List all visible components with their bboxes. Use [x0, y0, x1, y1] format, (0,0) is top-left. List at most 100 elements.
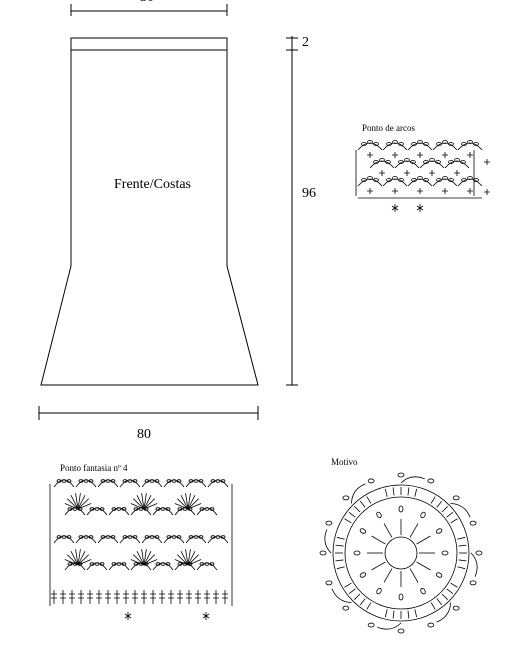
chain-stitch	[461, 178, 467, 182]
chain-stitch	[121, 507, 127, 511]
chain-stitch	[67, 562, 73, 566]
fan-stitch	[384, 609, 388, 618]
double-crochet-mark	[87, 590, 93, 604]
chain-stitch	[361, 178, 367, 182]
chain-stitch	[111, 507, 117, 511]
chain-stitch	[442, 140, 448, 144]
chain-stitch	[353, 550, 361, 556]
chain-arch	[444, 160, 470, 169]
outer-petal	[324, 529, 332, 554]
chain-arch	[457, 142, 483, 151]
outer-chain-stitch	[397, 472, 405, 478]
fan-stitch	[77, 493, 81, 510]
single-crochet-mark	[392, 188, 398, 194]
bottom-width-dimension	[38, 406, 259, 420]
outer-petal	[450, 503, 471, 518]
chain-stitch	[454, 158, 460, 162]
single-crochet-mark	[379, 170, 385, 176]
fan-stitch	[457, 536, 466, 540]
chain-stitch	[61, 535, 67, 539]
chain-stitch	[56, 535, 62, 539]
fan-stitch	[336, 536, 345, 540]
repeat-mark	[484, 189, 490, 195]
chain-arch	[357, 142, 383, 151]
middle-ring	[332, 484, 470, 622]
fan-stitch	[75, 493, 79, 510]
double-crochet-mark	[123, 590, 129, 604]
chain-stitch	[367, 140, 373, 144]
chain-stitch	[121, 562, 127, 566]
fan-stitch	[359, 500, 366, 508]
fan-stitch	[430, 602, 436, 610]
fan-stitch	[143, 554, 156, 566]
fan-stitch	[457, 566, 466, 570]
chain-stitch	[127, 535, 133, 539]
double-crochet-mark	[60, 590, 66, 604]
chain-stitch	[209, 507, 215, 511]
chain-stitch	[429, 158, 435, 162]
fan-stitch	[143, 549, 147, 566]
chain-stitch	[373, 142, 379, 146]
single-crochet-mark	[467, 152, 473, 158]
spoke-stitch	[383, 523, 393, 538]
chain-stitch	[215, 479, 221, 483]
chain-stitch	[56, 479, 62, 483]
chain-stitch	[417, 140, 423, 144]
chain-stitch	[177, 507, 183, 511]
fan-stitch	[336, 566, 345, 570]
chain-stitch	[122, 535, 128, 539]
chain-stitch	[72, 507, 78, 511]
spoke-stitch	[383, 568, 393, 583]
chain-stitch	[165, 562, 171, 566]
outer-chain-stitch	[469, 580, 477, 586]
chain-stitch	[67, 507, 73, 511]
fan-stitch	[414, 609, 418, 618]
chain-stitch	[66, 535, 72, 539]
fan-stitch	[174, 559, 189, 566]
chain-stitch	[379, 158, 385, 162]
chain-stitch	[99, 507, 105, 511]
chain-stitch	[100, 479, 106, 483]
outer-chain-stitch	[325, 520, 333, 526]
chain-stitch	[204, 507, 210, 511]
chain-stitch	[116, 507, 122, 511]
top-width-label: 30	[140, 0, 154, 6]
chain-stitch	[420, 511, 426, 519]
chain-stitch	[105, 479, 111, 483]
chain-stitch	[160, 562, 166, 566]
chain-stitch	[373, 160, 379, 164]
chain-stitch	[385, 160, 391, 164]
outer-chain-stitch	[475, 550, 483, 556]
chain-stitch	[359, 572, 367, 578]
spoke-stitch	[416, 561, 431, 571]
motif-chart	[319, 472, 483, 634]
chain-stitch	[398, 160, 404, 164]
outer-petal	[400, 476, 425, 484]
chain-stitch	[66, 479, 72, 483]
fan-stitch	[436, 598, 443, 606]
chain-stitch	[386, 178, 392, 182]
chain-stitch	[187, 562, 193, 566]
chain-stitch	[133, 562, 139, 566]
fan-stitch	[430, 496, 436, 504]
chain-stitch	[100, 535, 106, 539]
chain-stitch	[376, 587, 382, 595]
chain-stitch	[110, 479, 116, 483]
height-top-label: 2	[302, 35, 309, 50]
chain-stitch	[132, 479, 138, 483]
fan-stitch	[354, 506, 361, 513]
chain-stitch	[143, 507, 149, 511]
fan-stitch	[348, 511, 356, 518]
chain-stitch	[89, 507, 95, 511]
chain-arch	[432, 142, 458, 151]
single-crochet-mark	[392, 152, 398, 158]
fan-stitch	[77, 498, 90, 510]
double-crochet-mark	[159, 590, 165, 604]
chain-stitch	[78, 535, 84, 539]
chain-stitch	[127, 479, 133, 483]
double-crochet-mark	[96, 590, 102, 604]
fan-stitch	[335, 544, 344, 547]
chain-arch	[382, 142, 408, 151]
fan-stitch	[143, 494, 152, 510]
single-crochet-mark	[429, 170, 435, 176]
